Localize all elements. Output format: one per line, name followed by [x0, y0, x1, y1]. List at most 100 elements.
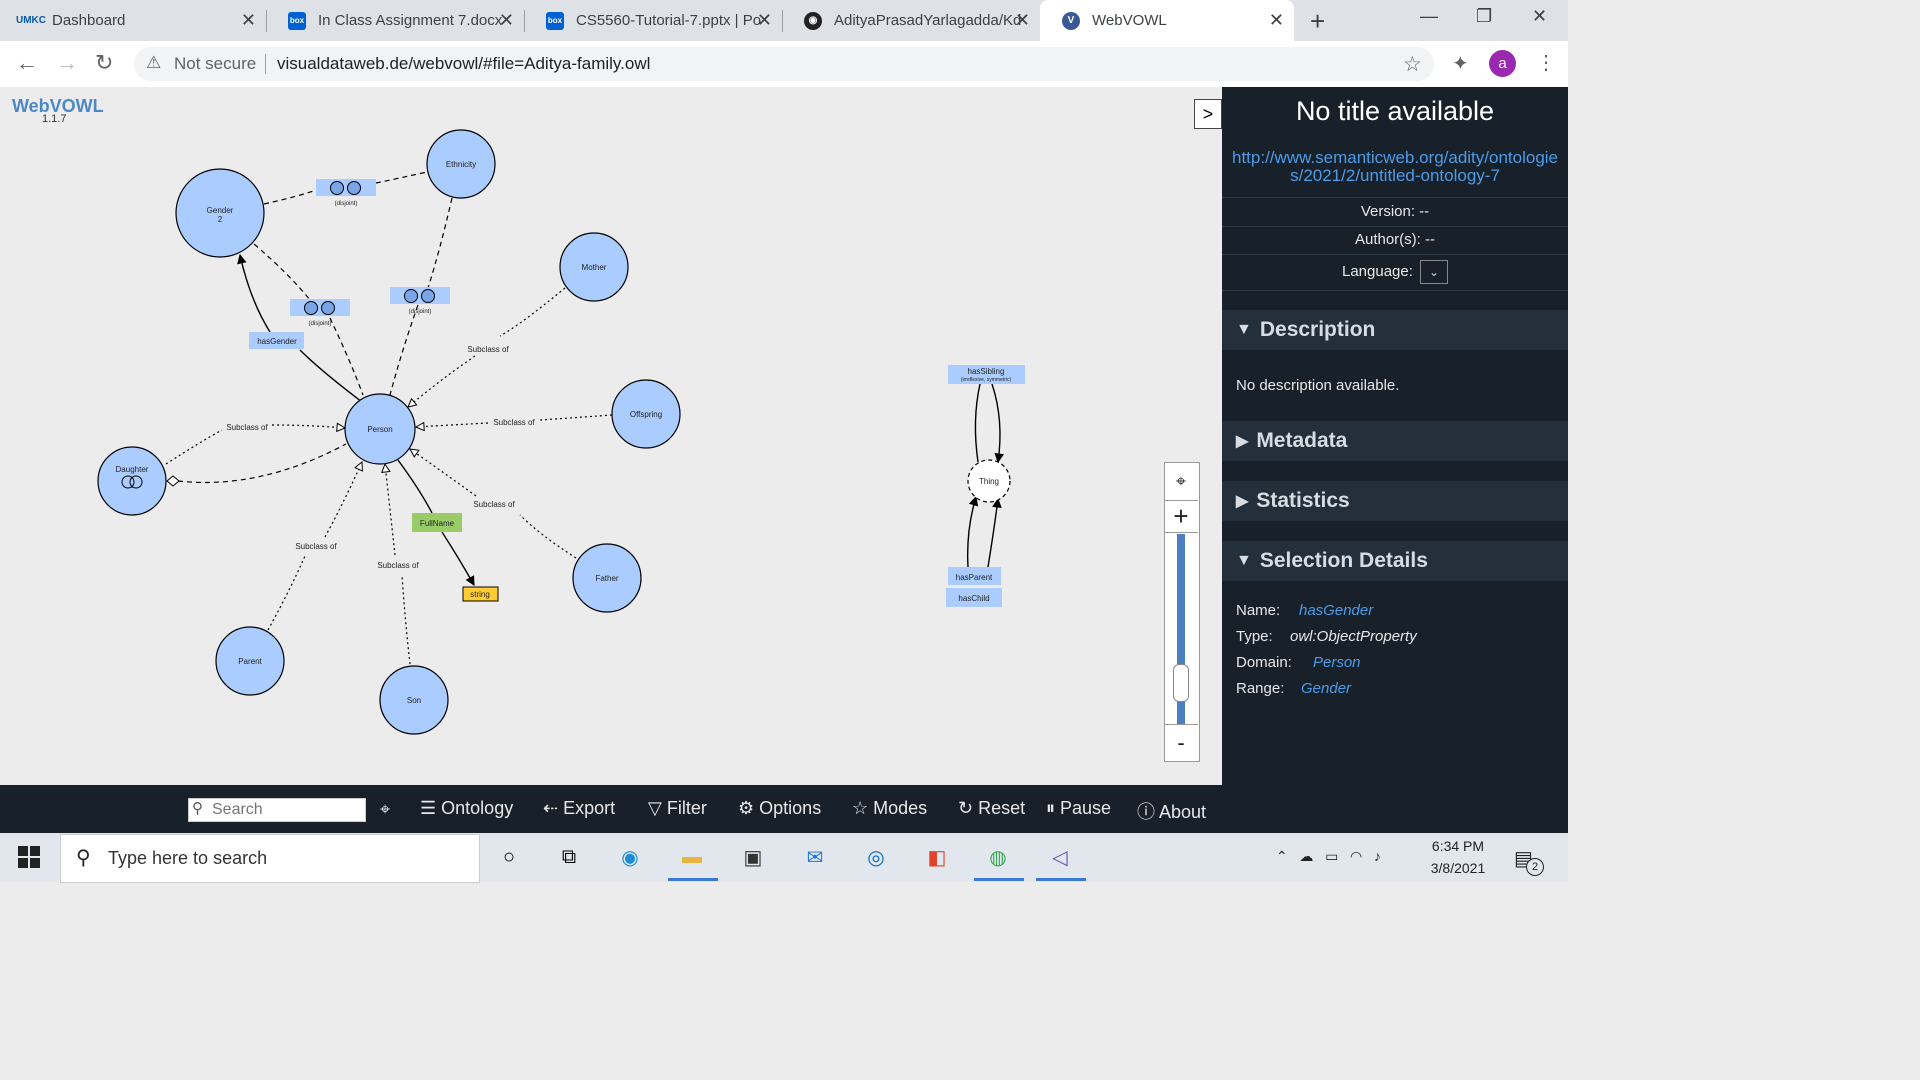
security-label[interactable]: Not secure — [174, 54, 257, 73]
reload-button[interactable]: ↻ — [95, 50, 114, 75]
close-icon[interactable]: ✕ — [498, 10, 514, 30]
locate-icon[interactable]: ⌖ — [380, 799, 391, 819]
taskbar-search-box[interactable] — [60, 834, 480, 883]
close-icon[interactable]: ✕ — [756, 10, 772, 30]
wifi-icon[interactable]: ◠ — [1349, 848, 1363, 864]
zoom-in-button[interactable]: + — [1164, 500, 1198, 533]
tab-github[interactable]: ◉ AdityaPrasadYarlagadda/Kd ✕ — [782, 0, 1040, 41]
chevron-up-icon[interactable]: ⌃ — [1276, 848, 1288, 864]
node-offspring[interactable] — [611, 379, 681, 449]
menu-reset[interactable]: ↻ Reset — [958, 798, 1025, 819]
menu-about[interactable]: ⓘ About — [1137, 798, 1206, 824]
property-box-hasgender[interactable] — [249, 332, 304, 349]
bookmark-star-icon[interactable]: ☆ — [1403, 53, 1422, 76]
tab-assignment-docx[interactable]: box In Class Assignment 7.docx ✕ — [266, 0, 524, 41]
fullname-edge[interactable] — [441, 531, 475, 585]
node-son[interactable] — [379, 665, 449, 735]
forward-button[interactable]: → — [56, 50, 78, 75]
menu-ontology[interactable]: ☰ Ontology — [420, 798, 513, 819]
office-icon[interactable]: ◧ — [927, 846, 947, 869]
disjoint-marker[interactable] — [390, 287, 450, 304]
selection-domain-link[interactable]: Person — [1313, 654, 1361, 671]
menu-modes[interactable]: ☆ Modes — [852, 798, 927, 819]
property-box-hasparent[interactable] — [948, 567, 1001, 585]
property-box-fullname[interactable] — [412, 513, 462, 532]
sidebar-toggle-button[interactable]: > — [1194, 99, 1222, 129]
datatype-box-string[interactable] — [462, 586, 499, 602]
disjoint-edge — [375, 171, 428, 184]
menu-export[interactable]: ⇠ Export — [543, 798, 615, 819]
store-icon[interactable]: ▣ — [743, 846, 763, 869]
tab-webvowl[interactable]: V WebVOWL ✕ — [1040, 0, 1294, 41]
browser-menu-icon[interactable]: ⋮ — [1536, 52, 1556, 74]
node-thing[interactable] — [967, 459, 1011, 503]
zoom-out-button[interactable]: - — [1164, 724, 1198, 761]
node-father[interactable] — [572, 543, 642, 613]
close-window-button[interactable]: ✕ — [1532, 6, 1548, 26]
profile-avatar[interactable]: a — [1489, 50, 1516, 77]
volume-icon[interactable]: ♪ — [1373, 848, 1381, 864]
menu-pause[interactable]: ⏸ Pause — [1046, 798, 1111, 819]
clock-date[interactable]: 3/8/2021 — [1430, 860, 1486, 876]
menu-filter[interactable]: ▽ Filter — [648, 798, 707, 819]
node-gender[interactable] — [175, 168, 265, 258]
onedrive-icon[interactable]: ☁ — [1299, 848, 1314, 864]
selection-range-link[interactable]: Gender — [1301, 680, 1352, 697]
protege-icon[interactable]: ◁ — [1052, 846, 1068, 869]
node-mother[interactable] — [559, 232, 629, 302]
task-view-icon[interactable]: ⧉ — [561, 845, 577, 868]
close-icon[interactable]: ✕ — [1268, 10, 1284, 30]
selection-name-link[interactable]: hasGender — [1299, 602, 1374, 619]
center-graph-icon[interactable]: ⌖ — [1164, 462, 1198, 501]
cortana-icon[interactable]: ○ — [502, 845, 516, 868]
section-metadata[interactable]: ▶ Metadata — [1222, 421, 1568, 461]
hassibling-edge[interactable] — [974, 383, 981, 463]
clock-time[interactable]: 6:34 PM — [1431, 838, 1485, 854]
minimize-button[interactable]: — — [1420, 6, 1438, 26]
extensions-icon[interactable]: ✦ — [1452, 53, 1469, 75]
hasgender-edge[interactable] — [240, 255, 271, 333]
haschild-edge[interactable] — [987, 499, 998, 568]
tab-tutorial-pptx[interactable]: box CS5560-Tutorial-7.pptx | Po ✕ — [524, 0, 782, 41]
node-parent[interactable] — [215, 626, 285, 696]
disjoint-marker[interactable] — [316, 179, 376, 196]
edge-browser-icon[interactable]: ◉ — [621, 846, 639, 869]
close-icon[interactable]: ✕ — [1014, 10, 1030, 30]
zoom-slider-thumb[interactable] — [1173, 664, 1189, 702]
url-text[interactable]: visualdataweb.de/webvowl/#file=Aditya-fa… — [277, 54, 651, 73]
battery-icon[interactable]: ▭ — [1325, 848, 1339, 864]
chrome-icon[interactable]: ◍ — [989, 846, 1007, 869]
disjoint-marker[interactable] — [290, 299, 350, 316]
node-person[interactable] — [344, 393, 416, 465]
search-input[interactable] — [210, 800, 364, 820]
warning-icon[interactable]: ⚠ — [146, 53, 162, 72]
back-button[interactable]: ← — [16, 50, 38, 75]
section-selection-details[interactable]: ▼ Selection Details — [1222, 541, 1568, 581]
system-tray[interactable]: ⌃ ☁ ▭ ◠ ♪ — [1276, 848, 1381, 865]
node-ethnicity[interactable] — [426, 129, 496, 199]
ontology-graph[interactable]: Gender 2 Ethnicity Mother Person Offspri… — [0, 87, 1222, 785]
tab-dashboard[interactable]: UMKC Dashboard ✕ — [0, 0, 266, 41]
hassibling-edge[interactable] — [991, 383, 1000, 462]
zoom-slider-track[interactable] — [1177, 534, 1185, 724]
section-statistics[interactable]: ▶ Statistics — [1222, 481, 1568, 521]
hasgender-edge[interactable] — [299, 349, 363, 403]
language-select[interactable]: ⌄ — [1420, 260, 1448, 284]
file-explorer-icon[interactable]: ▬ — [682, 845, 702, 868]
fullname-edge[interactable] — [397, 459, 433, 514]
close-icon[interactable]: ✕ — [240, 10, 256, 30]
hasparent-edge[interactable] — [967, 497, 976, 568]
restore-button[interactable]: ❐ — [1476, 6, 1493, 26]
new-tab-button[interactable]: + — [1310, 6, 1326, 36]
node-daughter[interactable] — [97, 446, 167, 516]
property-box-hassibling[interactable] — [948, 365, 1025, 384]
mail-icon[interactable]: ✉ — [806, 846, 824, 869]
taskbar-search-input[interactable]: Type here to search — [108, 848, 268, 868]
menu-options[interactable]: ⚙ Options — [738, 798, 821, 819]
section-description[interactable]: ▼ Description — [1222, 310, 1568, 350]
ontology-iri-link[interactable]: http://www.semanticweb.org/adity/ontolog… — [1232, 148, 1559, 185]
windows-start-icon[interactable] — [18, 846, 40, 868]
address-bar[interactable] — [134, 47, 1434, 81]
dell-icon[interactable]: ◎ — [867, 846, 885, 869]
property-box-haschild[interactable] — [946, 588, 1002, 607]
